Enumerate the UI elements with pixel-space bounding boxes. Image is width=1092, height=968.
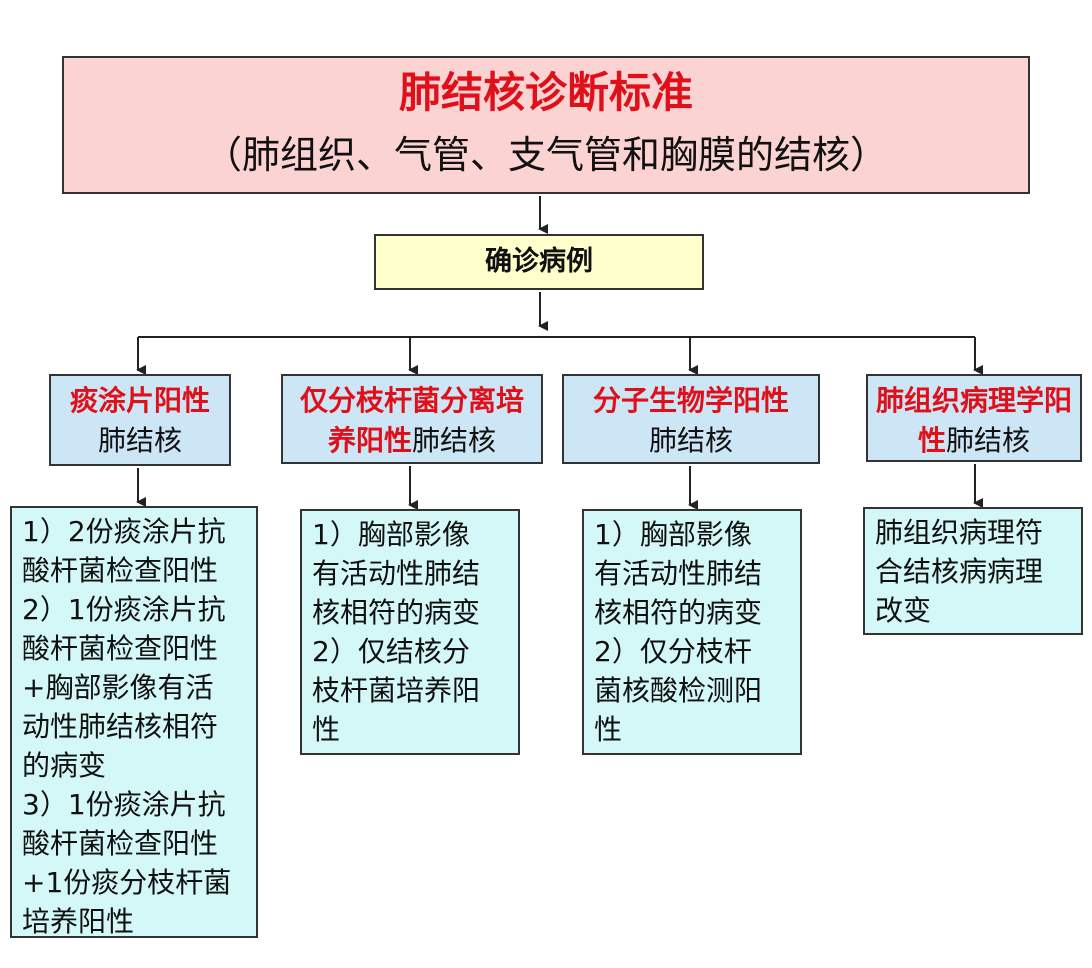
category-box-pathology-positive: 肺组织病理学阳性肺结核	[866, 374, 1082, 462]
category-3-red-label: 分子生物学阳性	[592, 384, 789, 417]
category-3-black-label: 肺结核	[648, 424, 733, 457]
category-2-red-label: 仅分枝杆菌分离培养阳性	[299, 384, 524, 457]
diagram-title: 肺结核诊断标准	[398, 68, 693, 117]
category-box-smear-positive: 痰涂片阳性 肺结核	[49, 374, 231, 466]
category-4-red-label: 肺组织病理学阳性	[875, 384, 1072, 457]
category-2-black-label: 肺结核	[412, 424, 497, 457]
title-box: 肺结核诊断标准 （肺组织、气管、支气管和胸膜的结核）	[62, 56, 1030, 194]
category-box-culture-positive: 仅分枝杆菌分离培养阳性肺结核	[281, 374, 543, 464]
detail-box-pathology-positive: 肺组织病理符 合结核病病理 改变	[863, 507, 1083, 635]
confirmed-case-box: 确诊病例	[374, 234, 704, 290]
category-4-black-label: 肺结核	[946, 424, 1031, 457]
detail-box-culture-positive: 1）胸部影像 有活动性肺结 核相符的病变 2）仅结核分 枝杆菌培养阳 性	[300, 509, 520, 755]
category-1-red-label: 痰涂片阳性	[69, 384, 210, 417]
diagram-subtitle: （肺组织、气管、支气管和胸膜的结核）	[203, 133, 888, 177]
category-box-molecular-positive: 分子生物学阳性 肺结核	[562, 374, 820, 464]
category-1-black-label: 肺结核	[97, 424, 182, 457]
detail-box-molecular-positive: 1）胸部影像 有活动性肺结 核相符的病变 2）仅分枝杆 菌核酸检测阳 性	[582, 509, 802, 755]
detail-box-smear-positive: 1）2份痰涂片抗 酸杆菌检查阳性 2）1份痰涂片抗 酸杆菌检查阳性 +胸部影像有…	[10, 506, 258, 938]
